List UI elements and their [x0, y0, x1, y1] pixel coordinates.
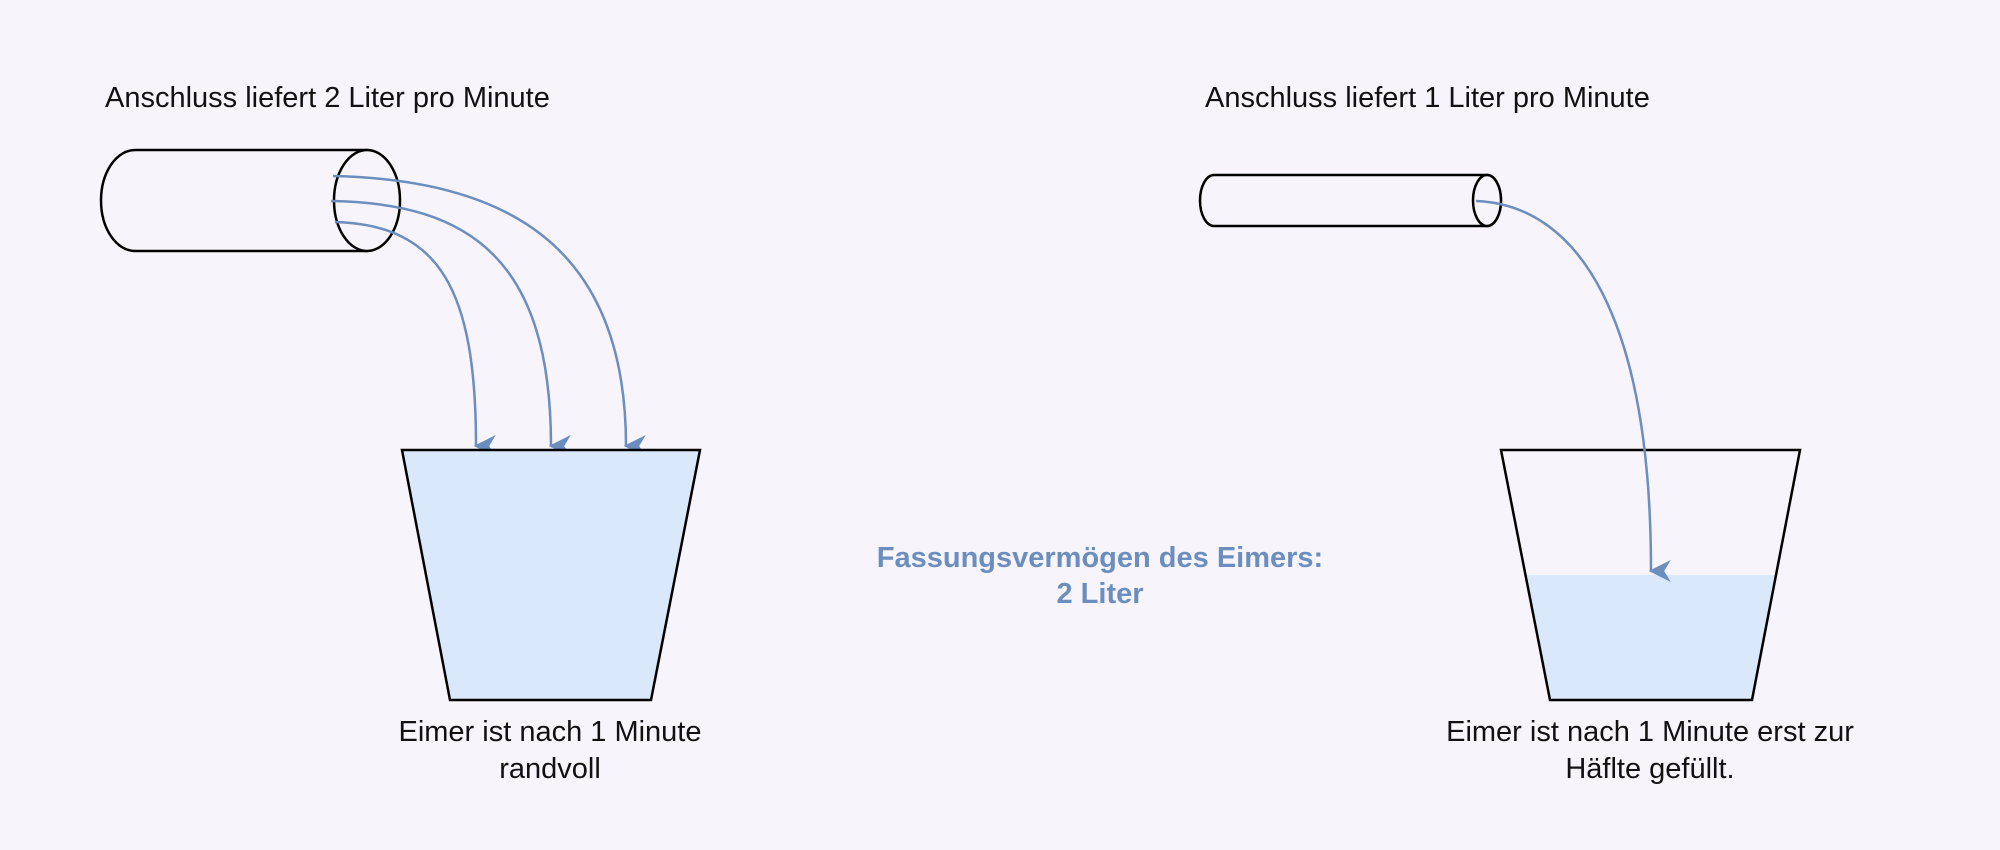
right-pipe [1198, 173, 1503, 228]
right-bucket [1499, 448, 1802, 702]
right-caption: Eimer ist nach 1 Minute erst zur Häflte … [1400, 714, 1900, 788]
flow-arrow-2 [330, 199, 571, 457]
right-title: Anschluss liefert 1 Liter pro Minute [1205, 82, 1650, 114]
left-pipe [99, 148, 402, 253]
right-caption-line1: Eimer ist nach 1 Minute erst zur [1446, 716, 1854, 748]
flow-arrow-3 [334, 220, 496, 457]
left-caption-line2: randvoll [499, 753, 601, 785]
water-level [1526, 575, 1776, 700]
left-caption-line1: Eimer ist nach 1 Minute [398, 716, 702, 748]
capacity-label: Fassungsvermögen des Eimers: 2 Liter [850, 540, 1350, 612]
right-flow-arrow [1475, 199, 1671, 582]
right-caption-line2: Häflte gefüllt. [1565, 753, 1735, 785]
capacity-line2: 2 Liter [1056, 578, 1144, 610]
left-caption: Eimer ist nach 1 Minute randvoll [360, 714, 740, 788]
left-title: Anschluss liefert 2 Liter pro Minute [105, 82, 550, 114]
left-flow-arrows [330, 174, 646, 457]
capacity-line1: Fassungsvermögen des Eimers: [876, 542, 1324, 574]
flow-arrow-1 [332, 174, 646, 457]
left-bucket [400, 448, 702, 702]
